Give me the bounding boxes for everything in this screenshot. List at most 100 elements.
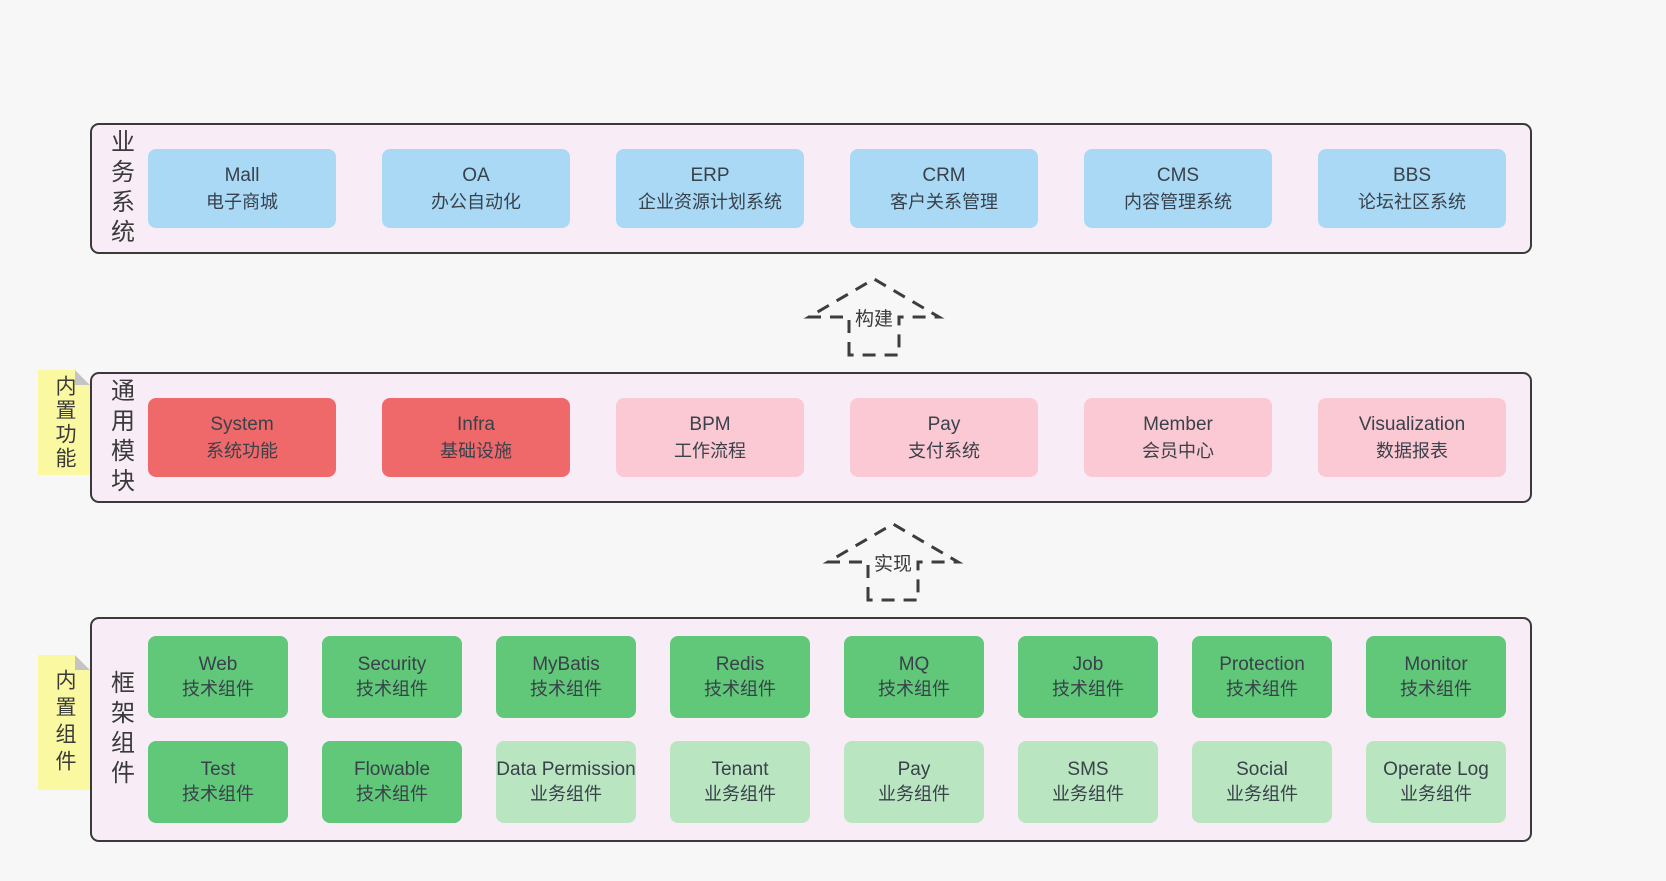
box-visualization: Visualization 数据报表 xyxy=(1318,398,1506,477)
box-job: Job 技术组件 xyxy=(1018,636,1158,718)
business-systems-label: 业务系统 xyxy=(92,125,148,252)
framework-components-boxes: Web 技术组件 Security 技术组件 MyBatis 技术组件 Redi… xyxy=(148,619,1530,840)
box-subtitle: 工作流程 xyxy=(674,440,746,461)
box-social: Social 业务组件 xyxy=(1192,741,1332,823)
box-subtitle: 技术组件 xyxy=(1226,679,1298,699)
box-data-permission: Data Permission 业务组件 xyxy=(496,741,636,823)
folded-corner-icon xyxy=(75,655,90,670)
box-title: Security xyxy=(357,654,427,675)
common-modules-label: 通用模块 xyxy=(92,374,148,501)
framework-row-2: Test 技术组件 Flowable 技术组件 Data Permission … xyxy=(148,741,1506,823)
box-title: Monitor xyxy=(1404,654,1468,675)
box-subtitle: 会员中心 xyxy=(1142,440,1214,461)
box-title: MQ xyxy=(898,654,930,675)
box-subtitle: 业务组件 xyxy=(530,784,602,804)
box-subtitle: 技术组件 xyxy=(1400,679,1472,699)
box-subtitle: 企业资源计划系统 xyxy=(638,191,782,212)
box-subtitle: 技术组件 xyxy=(1052,679,1124,699)
business-systems-boxes: Mall 电子商城 OA 办公自动化 ERP 企业资源计划系统 CRM 客户关系… xyxy=(148,125,1530,252)
box-mq: MQ 技术组件 xyxy=(844,636,984,718)
box-test: Test 技术组件 xyxy=(148,741,288,823)
box-protection: Protection 技术组件 xyxy=(1192,636,1332,718)
box-subtitle: 技术组件 xyxy=(530,679,602,699)
builtin-components-tag-text: 内置组件 xyxy=(53,668,76,777)
common-modules-panel: 通用模块 System 系统功能 Infra 基础设施 BPM 工作流程 Pay… xyxy=(90,372,1532,503)
box-title: Tenant xyxy=(711,759,769,780)
box-subtitle: 办公自动化 xyxy=(431,191,521,212)
box-member: Member 会员中心 xyxy=(1084,398,1272,477)
box-subtitle: 技术组件 xyxy=(182,679,254,699)
box-cms: CMS 内容管理系统 xyxy=(1084,149,1272,228)
box-bpm: BPM 工作流程 xyxy=(616,398,804,477)
common-modules-label-text: 通用模块 xyxy=(106,377,134,498)
box-subtitle: 数据报表 xyxy=(1376,440,1448,461)
box-title: SMS xyxy=(1067,759,1109,780)
box-title: BPM xyxy=(689,413,731,435)
build-arrow-label: 构建 xyxy=(851,304,897,331)
box-title: System xyxy=(210,413,274,435)
box-bbs: BBS 论坛社区系统 xyxy=(1318,149,1506,228)
dashed-up-arrow-icon xyxy=(822,522,964,602)
box-title: Pay xyxy=(927,413,961,435)
box-operate-log: Operate Log 业务组件 xyxy=(1366,741,1506,823)
box-title: Protection xyxy=(1219,654,1305,675)
box-title: Pay xyxy=(897,759,931,780)
box-title: ERP xyxy=(690,164,730,186)
box-subtitle: 技术组件 xyxy=(356,679,428,699)
box-title: CRM xyxy=(922,164,966,186)
framework-components-panel: 框架组件 Web 技术组件 Security 技术组件 MyBatis 技术组件… xyxy=(90,617,1532,842)
box-subtitle: 技术组件 xyxy=(704,679,776,699)
builtin-functions-tag-text: 内置功能 xyxy=(53,374,76,471)
box-subtitle: 论坛社区系统 xyxy=(1358,191,1466,212)
box-mall: Mall 电子商城 xyxy=(148,149,336,228)
business-systems-panel: 业务系统 Mall 电子商城 OA 办公自动化 ERP 企业资源计划系统 CRM… xyxy=(90,123,1532,254)
box-title: Web xyxy=(198,654,238,675)
box-monitor: Monitor 技术组件 xyxy=(1366,636,1506,718)
box-tenant: Tenant 业务组件 xyxy=(670,741,810,823)
box-title: BBS xyxy=(1392,164,1432,186)
box-title: OA xyxy=(462,164,490,186)
builtin-functions-tag: 内置功能 xyxy=(38,370,90,475)
framework-components-label: 框架组件 xyxy=(92,619,148,840)
box-subtitle: 系统功能 xyxy=(206,440,278,461)
box-title: Operate Log xyxy=(1383,759,1489,780)
implement-arrow: 实现 xyxy=(822,520,964,602)
box-pay-component: Pay 业务组件 xyxy=(844,741,984,823)
framework-row-1: Web 技术组件 Security 技术组件 MyBatis 技术组件 Redi… xyxy=(148,636,1506,718)
common-modules-boxes: System 系统功能 Infra 基础设施 BPM 工作流程 Pay 支付系统… xyxy=(148,374,1530,501)
framework-components-label-text: 框架组件 xyxy=(106,669,134,790)
dashed-up-arrow-icon xyxy=(803,277,945,357)
box-subtitle: 业务组件 xyxy=(1052,784,1124,804)
box-title: Member xyxy=(1143,413,1213,435)
box-subtitle: 业务组件 xyxy=(878,784,950,804)
box-title: Redis xyxy=(715,654,765,675)
box-title: Data Permission xyxy=(496,759,636,780)
box-title: Test xyxy=(200,759,236,780)
box-pay-module: Pay 支付系统 xyxy=(850,398,1038,477)
box-subtitle: 技术组件 xyxy=(182,784,254,804)
box-redis: Redis 技术组件 xyxy=(670,636,810,718)
builtin-components-tag: 内置组件 xyxy=(38,655,90,790)
box-title: CMS xyxy=(1156,164,1200,186)
box-title: Job xyxy=(1072,654,1104,675)
box-title: Flowable xyxy=(353,759,431,780)
box-subtitle: 业务组件 xyxy=(1226,784,1298,804)
box-subtitle: 业务组件 xyxy=(1400,784,1472,804)
box-crm: CRM 客户关系管理 xyxy=(850,149,1038,228)
box-security: Security 技术组件 xyxy=(322,636,462,718)
box-subtitle: 支付系统 xyxy=(908,440,980,461)
implement-arrow-label: 实现 xyxy=(870,549,916,576)
build-arrow: 构建 xyxy=(803,275,945,357)
box-subtitle: 基础设施 xyxy=(440,440,512,461)
box-title: Infra xyxy=(456,413,496,435)
box-subtitle: 技术组件 xyxy=(356,784,428,804)
box-subtitle: 客户关系管理 xyxy=(890,191,998,212)
box-subtitle: 电子商城 xyxy=(206,191,278,212)
box-system: System 系统功能 xyxy=(148,398,336,477)
box-subtitle: 内容管理系统 xyxy=(1124,191,1232,212)
box-title: Mall xyxy=(224,164,260,186)
box-erp: ERP 企业资源计划系统 xyxy=(616,149,804,228)
box-title: MyBatis xyxy=(532,654,600,675)
box-web: Web 技术组件 xyxy=(148,636,288,718)
